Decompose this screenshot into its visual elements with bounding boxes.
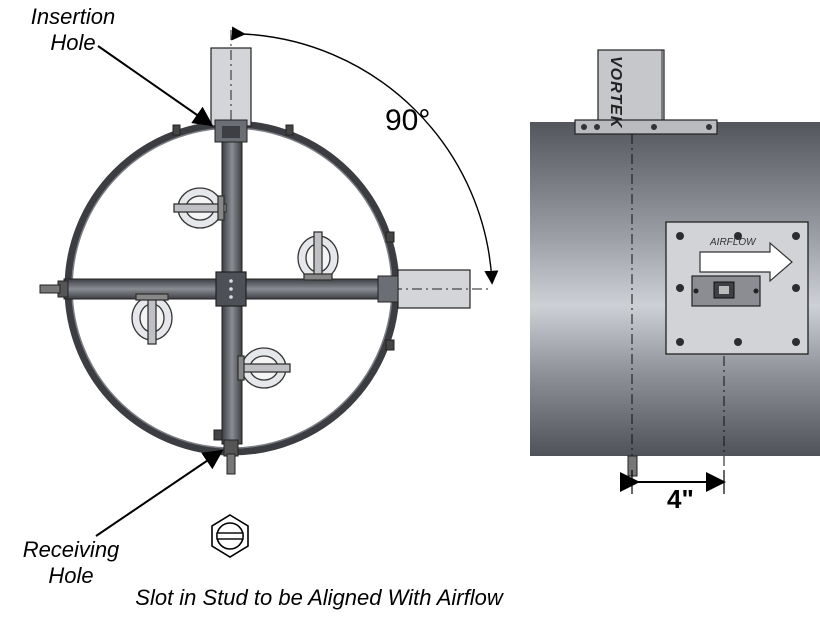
insertion-label-line2: Hole: [50, 30, 96, 55]
dimension-label: 4": [667, 484, 694, 514]
receiving-arrow: [95, 449, 224, 537]
insertion-hole-label: Insertion Hole: [8, 4, 138, 56]
airflow-label: AIRFLOW: [710, 237, 756, 248]
insertion-arrow: [97, 45, 214, 127]
receiving-label-line2: Hole: [48, 563, 94, 588]
top-flange: [574, 119, 718, 135]
sensor-ring-assembly: [39, 26, 499, 558]
brand-label: VORTEK: [607, 56, 624, 129]
insertion-label-line1: Insertion: [30, 4, 116, 29]
receiving-label-line1: Receiving: [22, 537, 120, 562]
airflow-arrow: [699, 241, 793, 283]
caption: Slot in Stud to be Aligned With Airflow: [135, 585, 503, 610]
top-housing: [597, 49, 665, 125]
angle-label: 90°: [385, 104, 431, 137]
stud-slot-icon: [211, 514, 249, 558]
receiving-hole-label: Receiving Hole: [6, 537, 136, 589]
angle-arc: [231, 26, 499, 285]
duct-side-view: [530, 49, 820, 496]
